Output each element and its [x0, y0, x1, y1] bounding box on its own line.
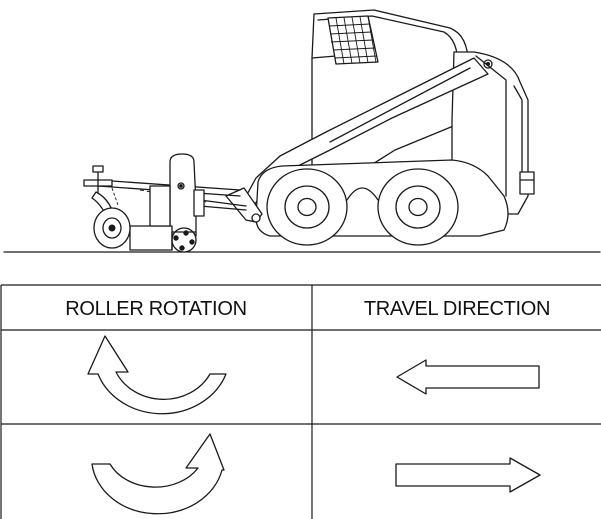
caster-wheel	[83, 165, 131, 249]
arrow-right-icon	[395, 457, 541, 493]
curved-arrow-clockwise-icon	[91, 433, 225, 515]
curved-arrow-counterclockwise-icon	[87, 335, 227, 415]
roller-drum-icon	[171, 227, 197, 253]
roller-hood	[169, 153, 197, 237]
header-roller-rotation: ROLLER ROTATION	[65, 298, 246, 320]
roller-attachment	[83, 153, 247, 253]
rear-wheel	[377, 168, 459, 246]
rotation-direction-table: ROLLER ROTATION TRAVEL DIRECTION	[0, 284, 601, 519]
skid-steer-loader	[225, 9, 535, 246]
cab-mesh-window-icon	[327, 15, 379, 65]
arrow-left-icon	[396, 359, 540, 395]
table-row	[87, 335, 540, 415]
header-travel-direction: TRAVEL DIRECTION	[364, 298, 550, 320]
front-wheel	[266, 168, 348, 246]
skid-steer-illustration	[3, 9, 601, 253]
table-row	[91, 433, 541, 515]
